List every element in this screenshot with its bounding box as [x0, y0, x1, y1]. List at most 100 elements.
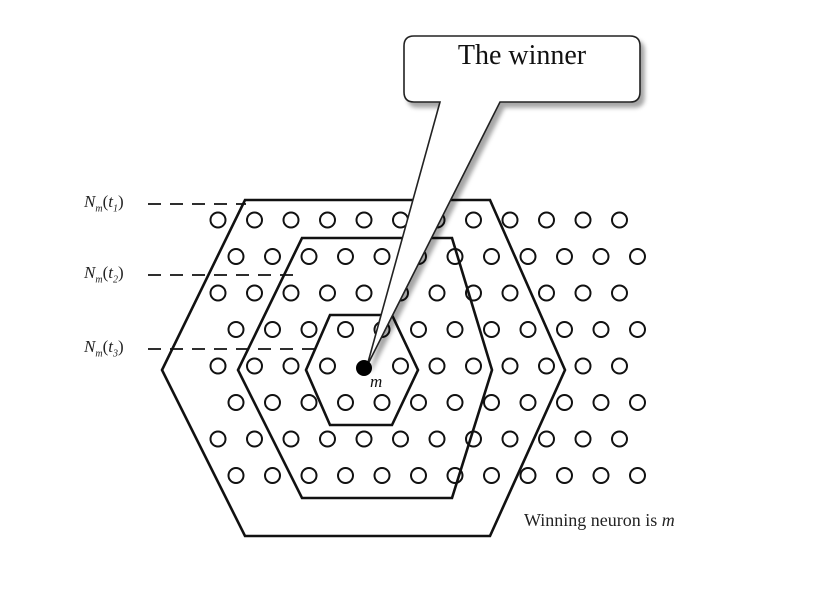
neuron — [611, 357, 628, 375]
neuron — [501, 284, 519, 302]
neuron — [373, 248, 391, 265]
neuron — [300, 394, 318, 411]
neuron — [319, 284, 336, 302]
neuron — [227, 394, 245, 411]
neuron — [574, 430, 592, 448]
neuron — [592, 248, 610, 265]
neuron — [264, 321, 281, 338]
neuron — [538, 284, 555, 302]
neuron — [227, 321, 245, 338]
neuron — [446, 321, 464, 338]
neuron — [264, 248, 281, 265]
neuron — [501, 430, 519, 448]
neuron — [227, 248, 245, 265]
neuron — [300, 321, 318, 338]
callout-text: The winner — [457, 40, 587, 71]
neighborhood-hexagon-t1 — [160, 198, 567, 538]
winner-callout — [366, 35, 641, 367]
neuron — [209, 357, 227, 375]
neuron — [556, 467, 573, 484]
neuron — [373, 394, 391, 411]
neuron — [392, 357, 409, 375]
neuron — [483, 321, 500, 338]
neuron — [592, 394, 610, 411]
neuron — [611, 284, 628, 302]
neuron — [282, 430, 300, 448]
neuron-grid — [209, 211, 646, 484]
neuron — [483, 467, 500, 484]
neuron — [392, 430, 409, 448]
neuron — [282, 357, 300, 375]
neuron — [246, 211, 263, 229]
neighborhood-label-t2: Nm(t2) — [84, 263, 124, 286]
neuron — [355, 284, 373, 302]
neuron — [282, 211, 300, 229]
neuron — [246, 284, 263, 302]
neuron — [483, 248, 500, 265]
neuron — [264, 467, 281, 484]
neuron — [556, 394, 573, 411]
neuron — [501, 211, 519, 229]
neuron — [465, 211, 482, 229]
neuron — [300, 248, 318, 265]
neuron — [337, 394, 354, 411]
neuron — [592, 321, 610, 338]
neuron — [246, 430, 263, 448]
neuron — [519, 467, 537, 484]
neuron — [574, 357, 592, 375]
neuron — [300, 467, 318, 484]
neuron — [428, 430, 446, 448]
neuron — [227, 467, 245, 484]
neuron — [556, 321, 573, 338]
neuron — [319, 211, 336, 229]
winning-neuron — [356, 360, 372, 376]
neuron — [574, 284, 592, 302]
neuron — [264, 394, 281, 411]
neuron — [446, 467, 464, 484]
neuron — [355, 211, 373, 229]
neuron — [337, 467, 354, 484]
neuron — [209, 284, 227, 302]
neuron — [410, 321, 427, 338]
neuron — [319, 357, 336, 375]
neighborhood-label-t1: Nm(t1) — [84, 192, 124, 215]
neighborhood-hexagon-t2 — [236, 236, 494, 500]
neuron — [209, 430, 227, 448]
neuron — [611, 430, 628, 448]
neuron — [556, 248, 573, 265]
neuron — [519, 394, 537, 411]
neuron — [629, 321, 646, 338]
neuron — [410, 467, 427, 484]
neuron — [209, 211, 227, 229]
neuron — [465, 284, 482, 302]
neuron — [373, 467, 391, 484]
neuron — [428, 284, 446, 302]
neuron — [592, 467, 610, 484]
neuron — [629, 467, 646, 484]
neuron — [410, 394, 427, 411]
neuron — [355, 430, 373, 448]
neuron — [246, 357, 263, 375]
neuron — [538, 430, 555, 448]
neighborhood-label-t3: Nm(t3) — [84, 337, 124, 360]
neuron — [446, 394, 464, 411]
neuron — [519, 321, 537, 338]
neuron — [465, 357, 482, 375]
neuron — [611, 211, 628, 229]
neuron — [428, 357, 446, 375]
caption: Winning neuron is m — [524, 510, 675, 530]
neuron — [282, 284, 300, 302]
neuron — [629, 248, 646, 265]
neuron — [337, 321, 354, 338]
neuron — [519, 248, 537, 265]
neuron — [319, 430, 336, 448]
neuron — [538, 357, 555, 375]
neuron — [538, 211, 555, 229]
neuron — [629, 394, 646, 411]
neuron — [501, 357, 519, 375]
neuron — [574, 211, 592, 229]
winner-label: m — [370, 372, 382, 391]
neuron — [483, 394, 500, 411]
neuron — [337, 248, 354, 265]
